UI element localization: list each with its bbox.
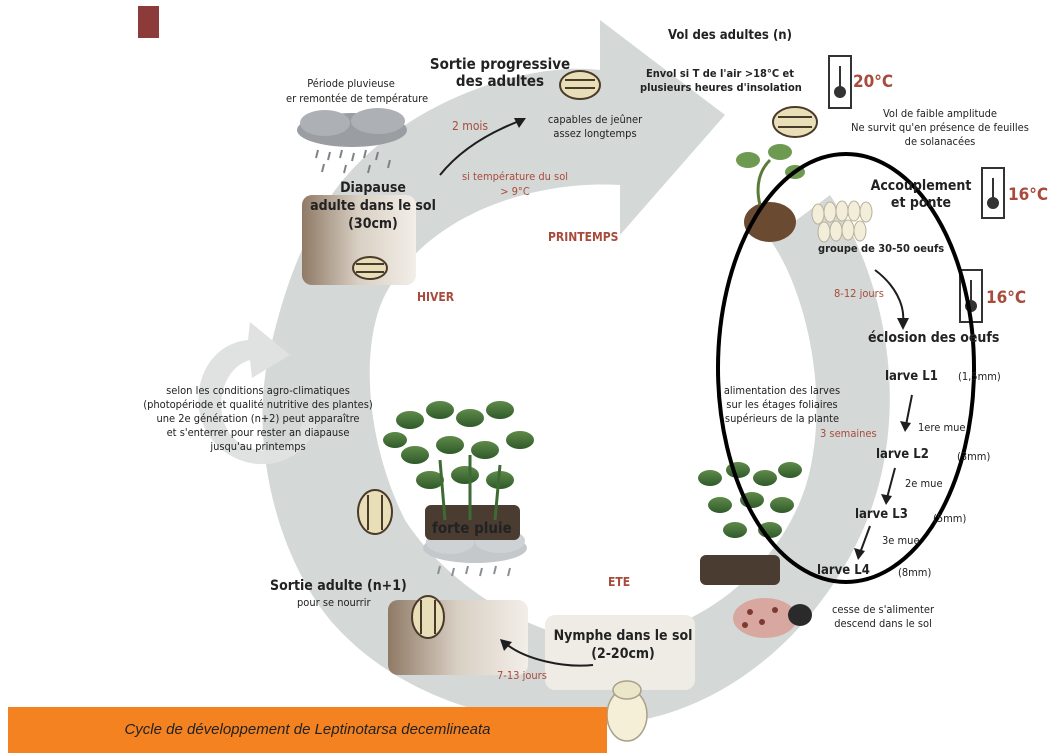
arrow-diapause-to-sortie bbox=[439, 119, 523, 176]
label-larve-l2: larve L2 bbox=[876, 447, 929, 462]
small-cycle-arrow bbox=[198, 322, 318, 465]
beetle-1 bbox=[559, 70, 601, 100]
label-diapause-3: (30cm) bbox=[348, 216, 398, 232]
label-vol-adultes: Vol des adultes (n) bbox=[668, 28, 792, 43]
sortie-soil-band bbox=[388, 600, 528, 675]
label-si-temp-1: si température du sol bbox=[461, 170, 569, 183]
beetle-3 bbox=[772, 106, 818, 138]
label-vol-faible-2: Ne survit qu'en présence de feuilles bbox=[851, 121, 1029, 134]
beetle-2 bbox=[352, 256, 388, 280]
label-mue-1: 1ere mue bbox=[918, 421, 966, 434]
caption-text: Cycle de développement de Leptinotarsa d… bbox=[124, 721, 491, 738]
label-periode-pluvieuse-2: er remontée de température bbox=[286, 92, 429, 105]
label-larve-l3-size: (5mm) bbox=[933, 512, 967, 525]
label-sortie-adulte-2: pour se nourrir bbox=[297, 596, 371, 609]
temperature-16-a: 16°C bbox=[1008, 185, 1049, 205]
label-deux-mois: 2 mois bbox=[452, 119, 489, 133]
label-nymphe-1: Nymphe dans le sol bbox=[553, 628, 693, 644]
label-diapause-2: adulte dans le sol bbox=[310, 198, 436, 214]
label-larve-l2-size: (3mm) bbox=[957, 450, 991, 463]
label-mue-3: 3e mue bbox=[882, 534, 920, 547]
label-larve-l4: larve L4 bbox=[817, 563, 870, 578]
label-trois-semaines: 3 semaines bbox=[820, 427, 877, 440]
label-forte-pluie: forte pluie bbox=[432, 519, 512, 537]
arrow-l3-l4 bbox=[859, 525, 871, 554]
caption-bar: Cycle de développement de Leptinotarsa d… bbox=[8, 707, 607, 753]
label-sortie-adulte-1: Sortie adulte (n+1) bbox=[270, 578, 407, 594]
label-selon-5: jusqu'au printemps bbox=[210, 440, 306, 453]
label-vol-faible-3: de solanacées bbox=[904, 135, 976, 148]
arrow-l1-l2 bbox=[905, 394, 913, 426]
label-cesse-1: cesse de s'alimenter bbox=[831, 603, 935, 616]
label-larve-l3: larve L3 bbox=[855, 507, 908, 522]
label-diapause-1: Diapause bbox=[340, 180, 406, 196]
label-accouplement-1: Accouplement bbox=[870, 178, 972, 194]
label-alimentation-2: sur les étages foliaires bbox=[726, 398, 838, 411]
label-selon-4: et s'enterrer pour rester an diapause bbox=[166, 426, 350, 439]
corner-marker bbox=[138, 6, 159, 38]
label-si-temp-2: > 9°C bbox=[500, 185, 530, 198]
label-envol-1: Envol si T de l'air >18°C et bbox=[645, 67, 795, 80]
label-mue-2: 2e mue bbox=[905, 477, 943, 490]
label-capables-1: capables de jeûner bbox=[547, 113, 643, 126]
label-larve-l1: larve L1 bbox=[885, 369, 938, 384]
larva-l4 bbox=[733, 598, 812, 638]
nymph bbox=[606, 680, 648, 742]
temperature-16-b: 16°C bbox=[986, 288, 1027, 308]
label-cesse-2: descend dans le sol bbox=[834, 617, 932, 630]
label-sortie-progressive-2: des adultes bbox=[455, 72, 545, 90]
beetle-4 bbox=[357, 489, 393, 535]
label-hiver: HIVER bbox=[417, 290, 455, 304]
beetle-5 bbox=[411, 595, 445, 639]
arrow-eggs-to-eclosion bbox=[874, 269, 905, 323]
label-7-13-jours: 7-13 jours bbox=[497, 669, 547, 682]
highlight-ellipse bbox=[716, 152, 976, 584]
label-selon-1: selon les conditions agro-climatiques bbox=[166, 384, 350, 397]
label-envol-2: plusieurs heures d'insolation bbox=[640, 81, 802, 94]
label-sortie-progressive-1: Sortie progressive bbox=[429, 55, 571, 73]
arrow-l2-l3 bbox=[886, 467, 896, 499]
thermometer-2 bbox=[981, 167, 1005, 219]
label-vol-faible-1: Vol de faible amplitude bbox=[883, 107, 997, 120]
egg-cluster bbox=[811, 200, 873, 243]
nymphe-soil-band bbox=[545, 615, 695, 690]
label-larve-l4-size: (8mm) bbox=[898, 566, 932, 579]
label-accouplement-2: et ponte bbox=[890, 195, 952, 211]
label-periode-pluvieuse-1: Période pluvieuse bbox=[307, 77, 395, 90]
label-alimentation-1: alimentation des larves bbox=[723, 384, 841, 397]
diapause-soil-band bbox=[302, 195, 416, 285]
arrow-nymphe-to-sortie bbox=[504, 642, 594, 667]
label-nymphe-2: (2-20cm) bbox=[591, 646, 655, 662]
label-larve-l1-size: (1,5mm) bbox=[958, 370, 1001, 383]
potato-plant-1 bbox=[383, 401, 534, 540]
label-groupe-oeufs: groupe de 30-50 oeufs bbox=[818, 242, 945, 255]
label-capables-2: assez longtemps bbox=[553, 127, 637, 140]
label-alimentation-3: supérieurs de la plante bbox=[724, 412, 840, 425]
label-printemps: PRINTEMPS bbox=[548, 230, 619, 244]
label-8-12-jours: 8-12 jours bbox=[834, 287, 884, 300]
rain-cloud-1 bbox=[297, 108, 407, 174]
cycle-ring bbox=[262, 20, 890, 726]
label-selon-3: une 2e génération (n+2) peut apparaître bbox=[156, 412, 360, 425]
label-ete: ETE bbox=[608, 575, 631, 589]
label-selon-2: (photopériode et qualité nutritive des p… bbox=[143, 398, 373, 411]
thermometer-1 bbox=[828, 55, 852, 109]
label-eclosion: éclosion des oeufs bbox=[868, 330, 1000, 346]
temperature-20: 20°C bbox=[853, 72, 894, 92]
